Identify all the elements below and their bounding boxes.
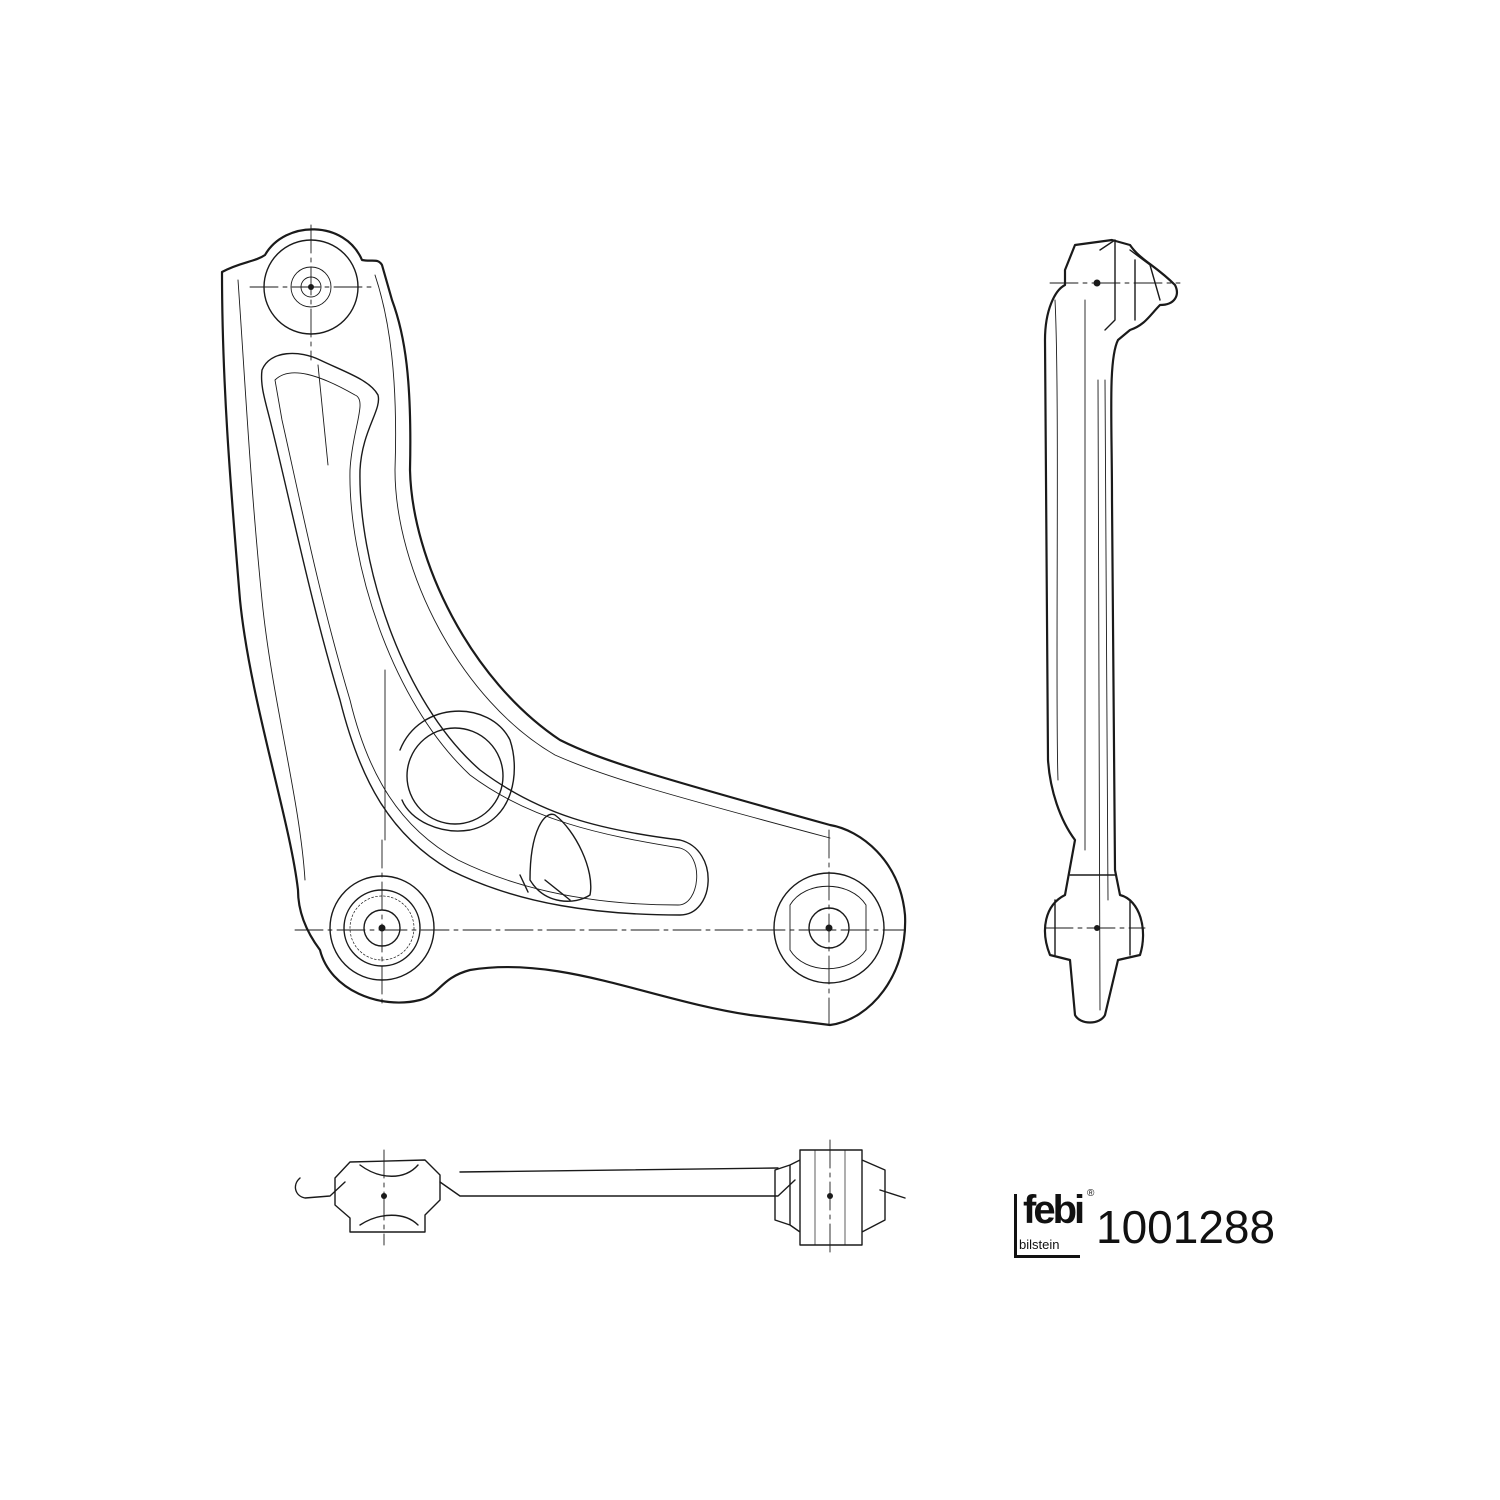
side-arm-outline: [1043, 238, 1178, 1024]
right-bushing-section: [774, 1149, 886, 1246]
bottom-plate: [294, 1167, 906, 1199]
part-number: 1001288: [1096, 1201, 1276, 1253]
febi-bilstein-logo: febi bilstein ®: [1014, 1188, 1094, 1258]
registered-mark: ®: [1087, 1188, 1095, 1199]
arm-inner-edge: [237, 274, 831, 881]
center-hole-boss: [399, 710, 515, 832]
left-bushing-section: [334, 1159, 441, 1233]
center-hole: [406, 727, 504, 825]
bottom-view: [294, 1139, 906, 1256]
arm-outline: [220, 228, 907, 1027]
rib: [519, 813, 592, 902]
pocket-inner: [274, 372, 698, 906]
logo-sub-text: bilstein: [1019, 1237, 1060, 1252]
side-view: [1043, 238, 1181, 1024]
top-view: [220, 224, 907, 1027]
logo-brand-text: febi: [1023, 1188, 1085, 1232]
pocket-outline: [260, 352, 709, 916]
